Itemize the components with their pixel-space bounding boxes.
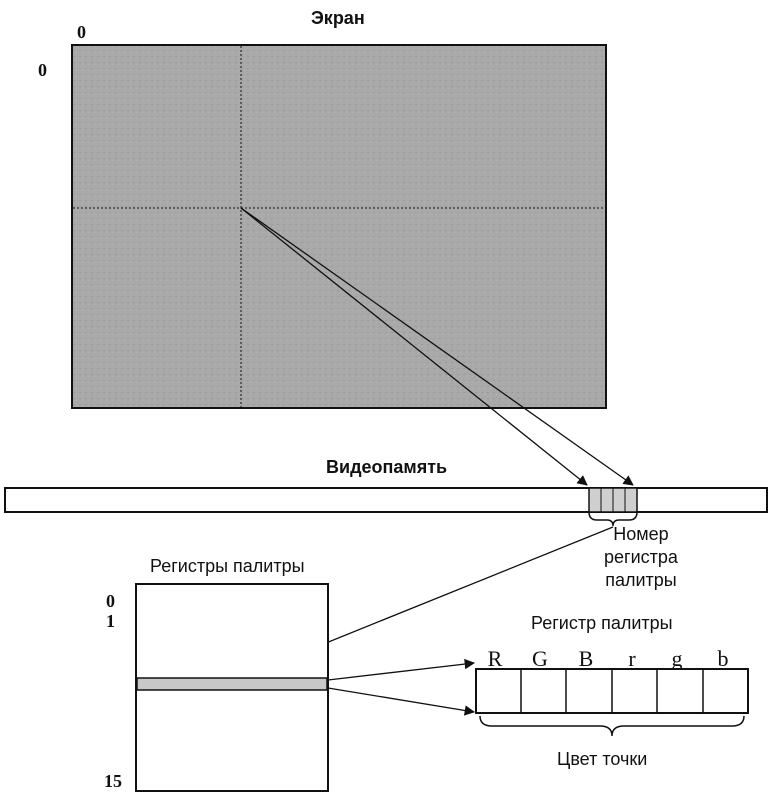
- row-to-register-arrow-bottom: [327, 687, 476, 716]
- pixel-to-memory-arrow-left: [240, 207, 588, 486]
- palette-register-title: Регистр палитры: [531, 613, 673, 633]
- bit-label-b: b: [717, 646, 729, 671]
- screen-origin-y-label: 0: [38, 60, 47, 80]
- palette-index-last: 15: [104, 771, 122, 791]
- screen-area: [71, 44, 607, 409]
- video-memory-label: Видеопамять: [326, 457, 448, 477]
- bit-label-g: g: [671, 646, 683, 671]
- pixel-to-memory-arrow-right: [240, 207, 634, 486]
- palette-register-number-note: Номер регистра палитры: [604, 524, 678, 590]
- bit-label-G: G: [532, 646, 548, 671]
- palette-index-second: 1: [106, 611, 115, 631]
- bit-label-R: R: [487, 646, 503, 671]
- palette-registers-title: Регистры палитры: [150, 556, 305, 576]
- palette-selected-row: [136, 677, 328, 691]
- screen-origin-x-label: 0: [77, 22, 86, 42]
- palette-index-first: 0: [106, 591, 115, 611]
- screen-title: Экран: [311, 8, 365, 28]
- bit-label-r: r: [628, 646, 636, 671]
- register-brace: [479, 715, 745, 737]
- pixel-color-caption: Цвет точки: [557, 749, 648, 769]
- bit-label-B: B: [578, 646, 594, 671]
- pixel-cell-brace: [588, 511, 638, 527]
- video-memory-bar: [4, 487, 768, 513]
- row-to-register-arrow-top: [327, 658, 476, 681]
